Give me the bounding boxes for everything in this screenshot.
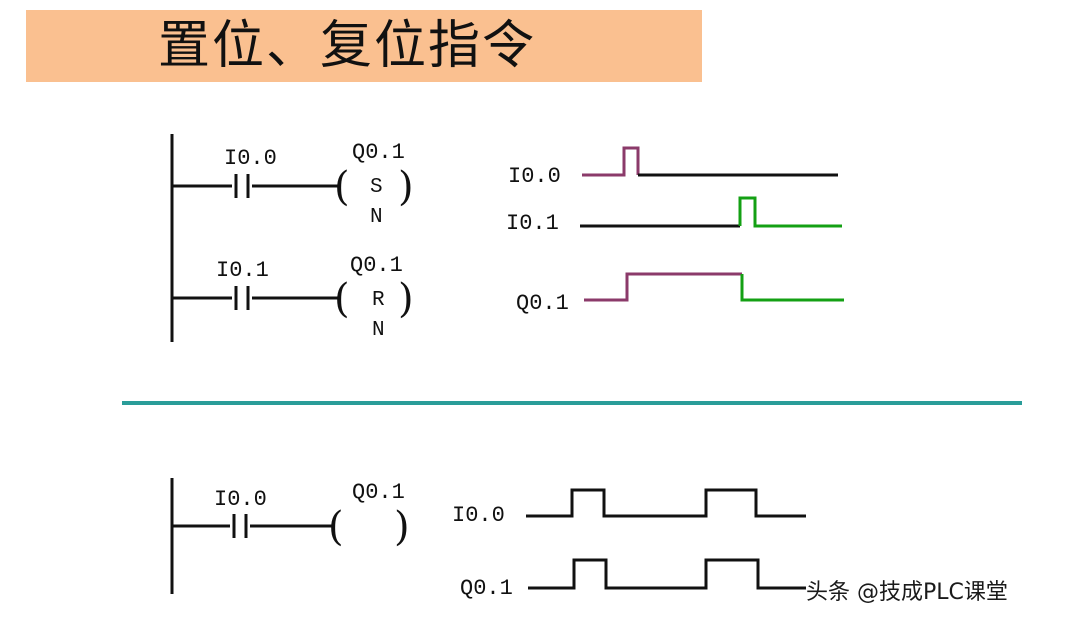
timing-label-i01: I0.1 (506, 211, 559, 236)
count-letter: N (372, 319, 385, 342)
bottom-ladder (170, 478, 332, 594)
q01-waveform (528, 558, 806, 590)
set-op-letter: S (370, 176, 383, 199)
timing-label-i00: I0.0 (452, 503, 505, 528)
title-banner (26, 10, 702, 82)
page-title: 置位、复位指令 (158, 16, 537, 76)
timing-label-q01: Q0.1 (516, 291, 569, 316)
i00-waveform (526, 488, 806, 518)
coil-right-paren: ) (394, 504, 410, 550)
contact-label: I0.0 (214, 487, 267, 512)
coil-right-paren: ) (398, 276, 414, 322)
top-ladder (170, 134, 338, 342)
i00-waveform-pulse (582, 146, 640, 177)
coil-left-paren: ( (334, 164, 350, 210)
coil-label: Q0.1 (352, 140, 405, 165)
coil-left-paren: ( (328, 504, 344, 550)
i01-waveform-pulse (738, 196, 842, 228)
timing-label-q01: Q0.1 (460, 576, 513, 601)
coil-label: Q0.1 (350, 253, 403, 278)
coil-label: Q0.1 (352, 480, 405, 505)
count-letter: N (370, 206, 383, 229)
watermark: 头条 @技成PLC课堂 (806, 580, 1008, 605)
q01-waveform-reset (740, 274, 844, 302)
contact-label: I0.1 (216, 258, 269, 283)
timing-label-i00: I0.0 (508, 164, 561, 189)
contact-label: I0.0 (224, 146, 277, 171)
q01-waveform-set (584, 272, 742, 302)
reset-op-letter: R (372, 289, 385, 312)
coil-right-paren: ) (398, 164, 414, 210)
coil-left-paren: ( (334, 276, 350, 322)
